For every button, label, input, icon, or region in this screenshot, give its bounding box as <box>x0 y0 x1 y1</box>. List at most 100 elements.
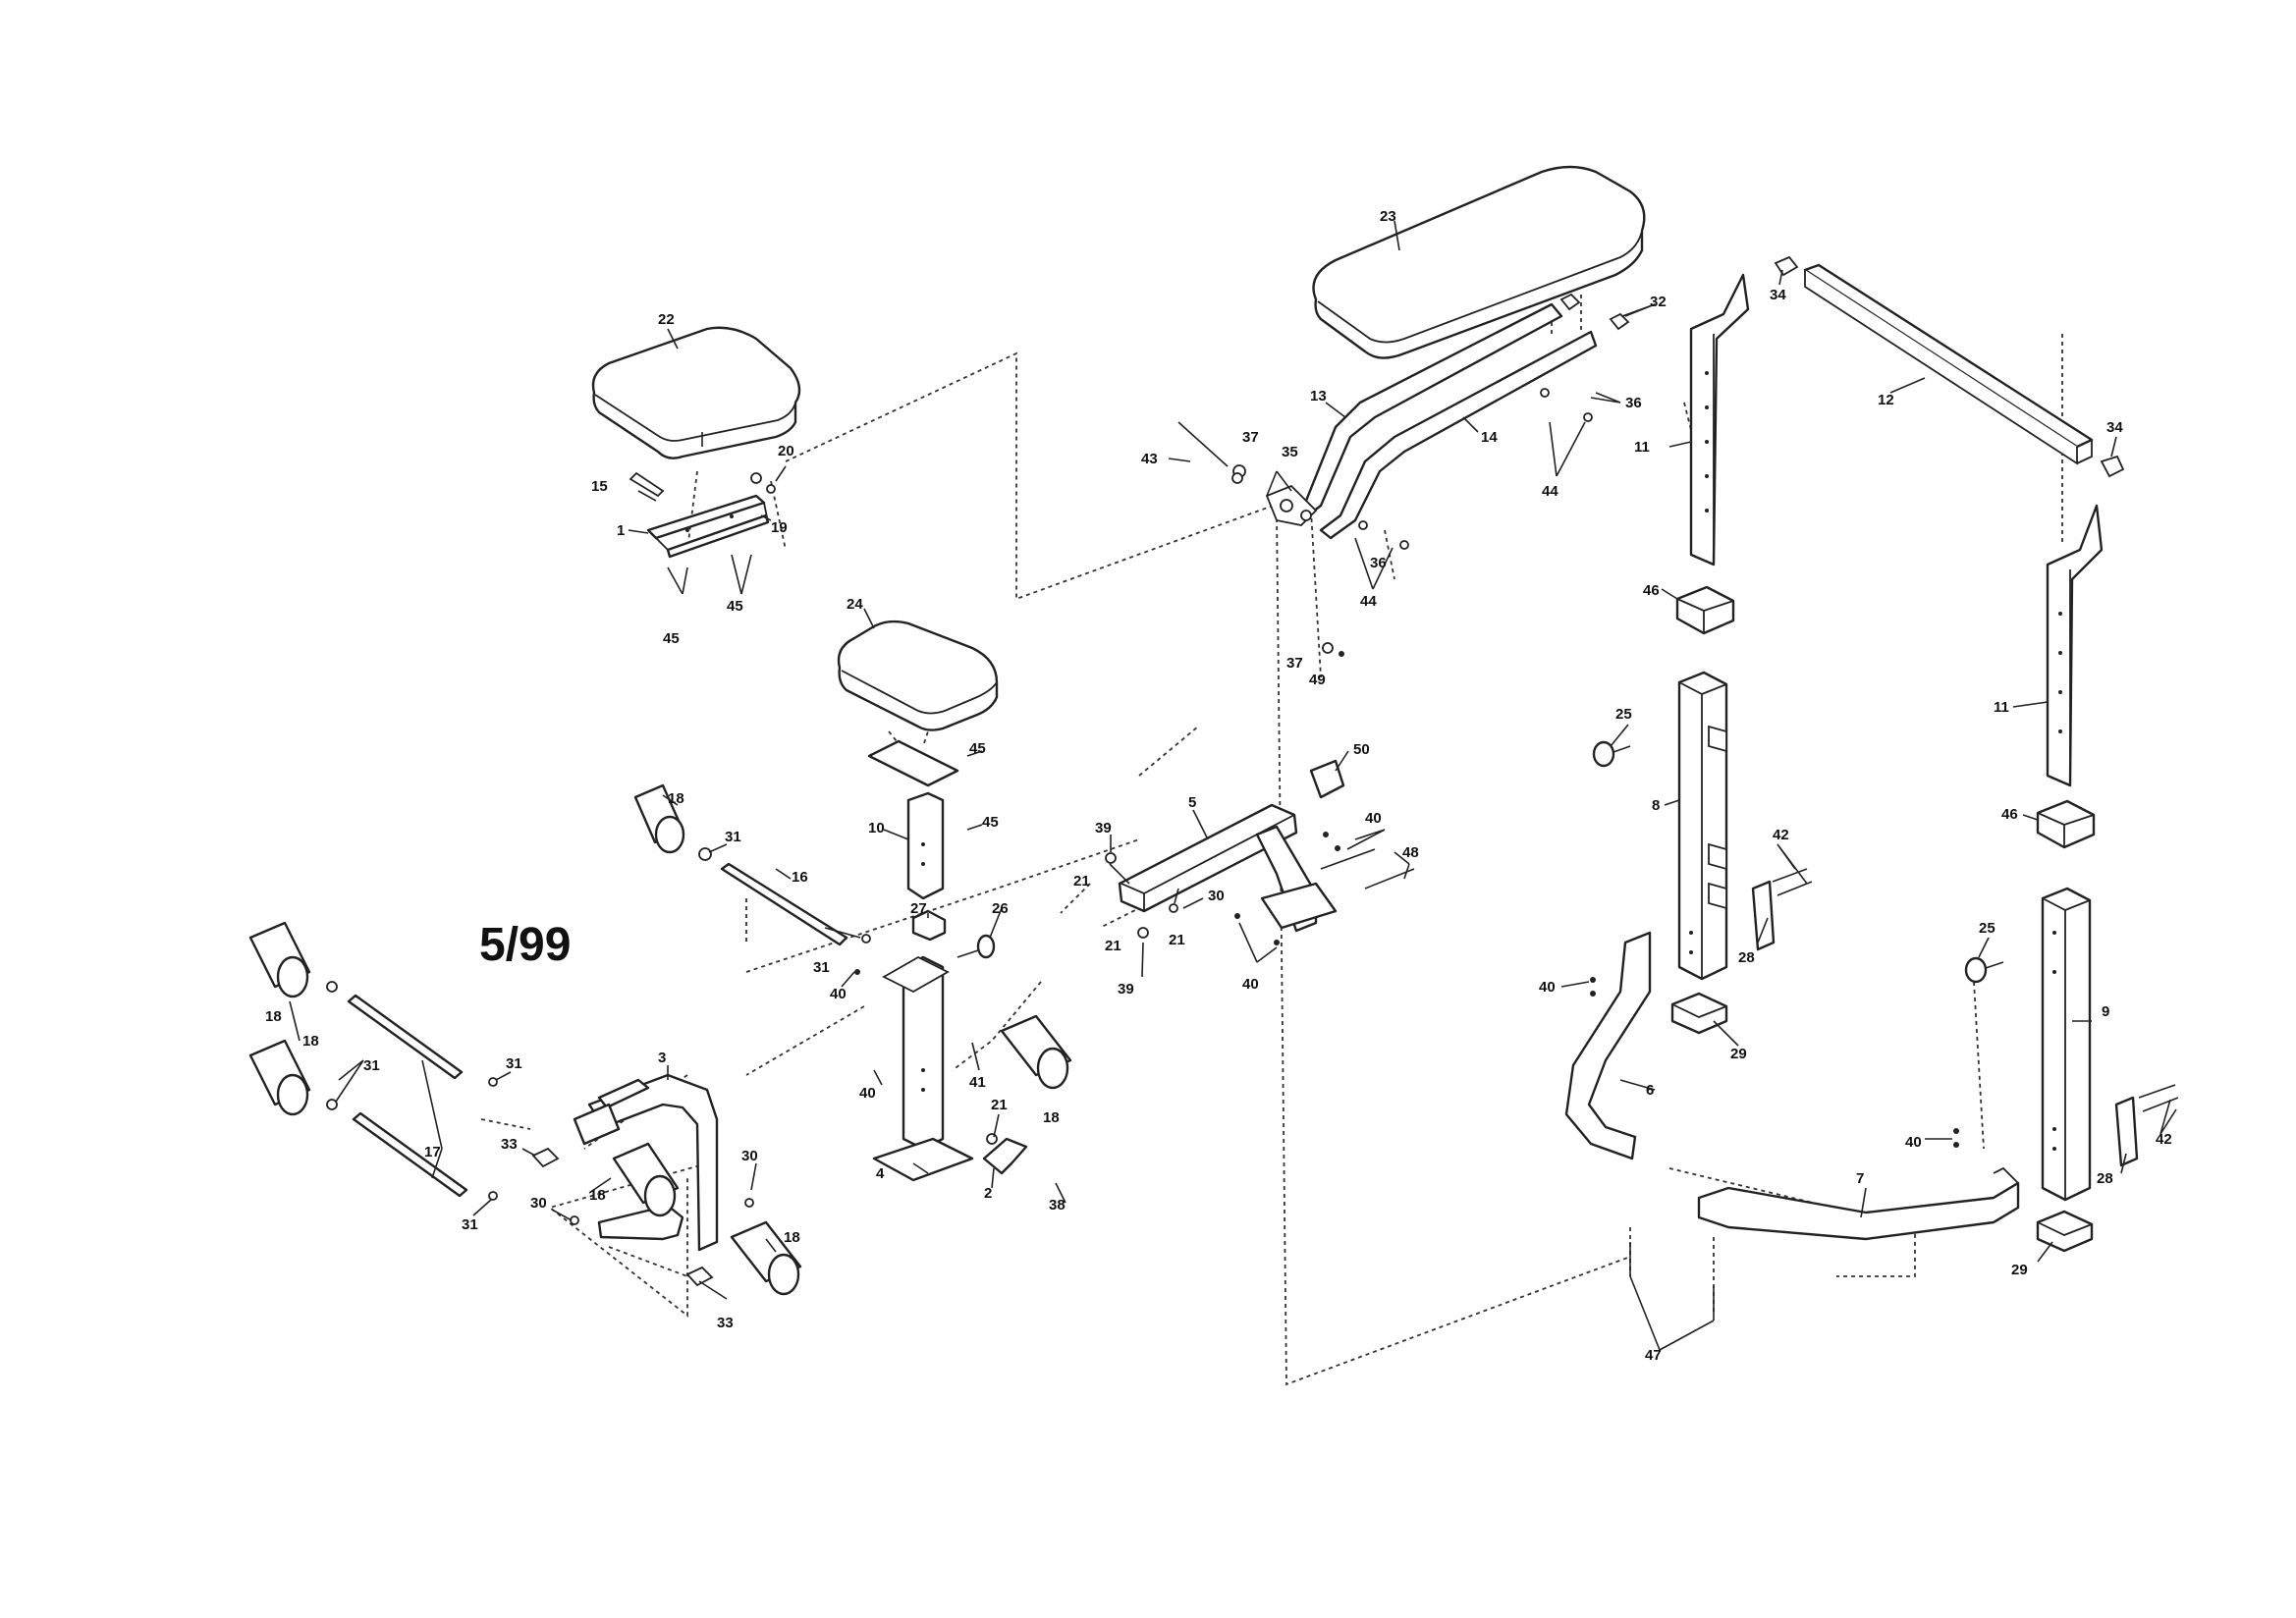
callout-36a: 36 <box>1625 395 1642 411</box>
callout-24: 24 <box>847 596 863 613</box>
callout-13: 13 <box>1310 388 1327 404</box>
callout-30a: 30 <box>1208 888 1225 904</box>
callout-18a: 18 <box>668 790 684 807</box>
callout-41: 41 <box>969 1074 986 1091</box>
date-code-label: 5/99 <box>479 919 571 971</box>
callout-21d: 21 <box>991 1097 1008 1113</box>
callout-28b: 28 <box>2097 1170 2113 1187</box>
callout-39b: 39 <box>1118 981 1134 998</box>
callout-2: 2 <box>984 1185 992 1202</box>
callout-40e: 40 <box>830 986 847 1002</box>
roller-18-c <box>248 1039 311 1116</box>
sleeve-46-left <box>1675 585 1735 635</box>
plate-28-left <box>1751 880 1776 951</box>
upright-11-right <box>2046 504 2104 787</box>
callout-44b: 44 <box>1360 593 1377 610</box>
callout-12: 12 <box>1878 392 1894 408</box>
callout-28a: 28 <box>1738 949 1755 966</box>
roller-18-b <box>248 921 311 998</box>
link-2 <box>982 1137 1028 1175</box>
callout-40d: 40 <box>1905 1134 1922 1151</box>
callout-39a: 39 <box>1095 820 1112 836</box>
callout-26: 26 <box>992 900 1009 917</box>
callout-11a: 11 <box>1634 439 1650 456</box>
callout-7: 7 <box>1856 1170 1864 1187</box>
rod-16 <box>720 862 848 946</box>
callout-40f: 40 <box>859 1085 876 1102</box>
center-frame-5 <box>1118 803 1338 933</box>
callout-16: 16 <box>792 869 808 886</box>
callout-42b: 42 <box>2156 1131 2172 1148</box>
callout-14: 14 <box>1481 429 1498 446</box>
callout-23: 23 <box>1380 208 1396 225</box>
callout-1: 1 <box>617 522 625 539</box>
leg-9 <box>2041 887 2092 1202</box>
callout-9: 9 <box>2102 1003 2109 1020</box>
callout-30b: 30 <box>741 1148 758 1164</box>
callout-29b: 29 <box>2011 1262 2028 1278</box>
callout-40b: 40 <box>1242 976 1259 993</box>
leg-8 <box>1677 671 1728 981</box>
callout-47: 47 <box>1645 1347 1662 1364</box>
callout-31e: 31 <box>462 1216 478 1233</box>
callout-6: 6 <box>1646 1082 1654 1099</box>
callout-34a: 34 <box>1770 287 1786 303</box>
hardware-32 <box>1559 293 1630 331</box>
callout-10: 10 <box>868 820 885 836</box>
callout-8: 8 <box>1652 797 1660 814</box>
callout-30c: 30 <box>530 1195 547 1212</box>
callout-45d: 45 <box>982 814 999 831</box>
pad-22 <box>591 326 801 459</box>
callout-50: 50 <box>1353 741 1370 758</box>
pad-23 <box>1312 165 1646 359</box>
callout-18e: 18 <box>784 1229 800 1246</box>
knob-25-left <box>1592 740 1631 768</box>
foot-29-right <box>2036 1210 2094 1253</box>
callout-48: 48 <box>1402 844 1419 861</box>
callout-45b: 45 <box>727 598 743 615</box>
bolts-42 <box>1772 868 2179 1112</box>
callout-46b: 46 <box>2001 806 2018 823</box>
base-frame-6 <box>1564 931 1652 1160</box>
callout-18c: 18 <box>1043 1109 1060 1126</box>
callout-38: 38 <box>1049 1197 1066 1214</box>
callout-25a: 25 <box>1615 706 1632 723</box>
callout-18d: 18 <box>589 1187 606 1204</box>
callout-33a: 33 <box>501 1136 518 1153</box>
sleeve-46-right <box>2036 799 2096 849</box>
roller-18-f <box>730 1220 802 1296</box>
callout-37a: 37 <box>1242 429 1259 446</box>
callout-4: 4 <box>876 1165 885 1182</box>
roller-18-d <box>1000 1014 1072 1090</box>
callout-45c: 45 <box>969 740 986 757</box>
knob-25-right <box>1964 956 2004 984</box>
callout-11b: 11 <box>1994 699 2009 716</box>
bolts-47 <box>1629 1242 1715 1321</box>
callout-17: 17 <box>424 1144 441 1160</box>
seat-plate <box>867 739 959 787</box>
callout-labels: 1 2 3 4 5 6 7 8 9 10 11 11 12 13 14 15 1… <box>265 208 2172 1364</box>
callout-21a: 21 <box>1073 873 1090 890</box>
callout-43: 43 <box>1141 451 1158 467</box>
callout-45a: 45 <box>663 630 680 647</box>
callout-21b: 21 <box>1105 938 1121 954</box>
callout-35: 35 <box>1282 444 1298 460</box>
leg-frame-3 <box>573 1073 719 1252</box>
callout-44a: 44 <box>1542 483 1558 500</box>
callout-46a: 46 <box>1643 582 1660 599</box>
callout-36b: 36 <box>1370 555 1387 571</box>
base-frame-7 <box>1697 1166 2020 1241</box>
callout-40c: 40 <box>1539 979 1556 996</box>
roller-18-a <box>633 783 685 854</box>
crossbar-12 <box>1803 263 2094 465</box>
callout-34b: 34 <box>2106 419 2123 436</box>
foot-29-left <box>1670 992 1728 1035</box>
bolt-43 <box>1177 421 1246 478</box>
bolt-15 <box>629 471 665 498</box>
callout-15: 15 <box>591 478 608 495</box>
cap-34 <box>1774 255 2125 478</box>
seat-frame-14 <box>1319 330 1598 540</box>
roller-18-e <box>612 1142 680 1217</box>
callout-31b: 31 <box>813 959 830 976</box>
